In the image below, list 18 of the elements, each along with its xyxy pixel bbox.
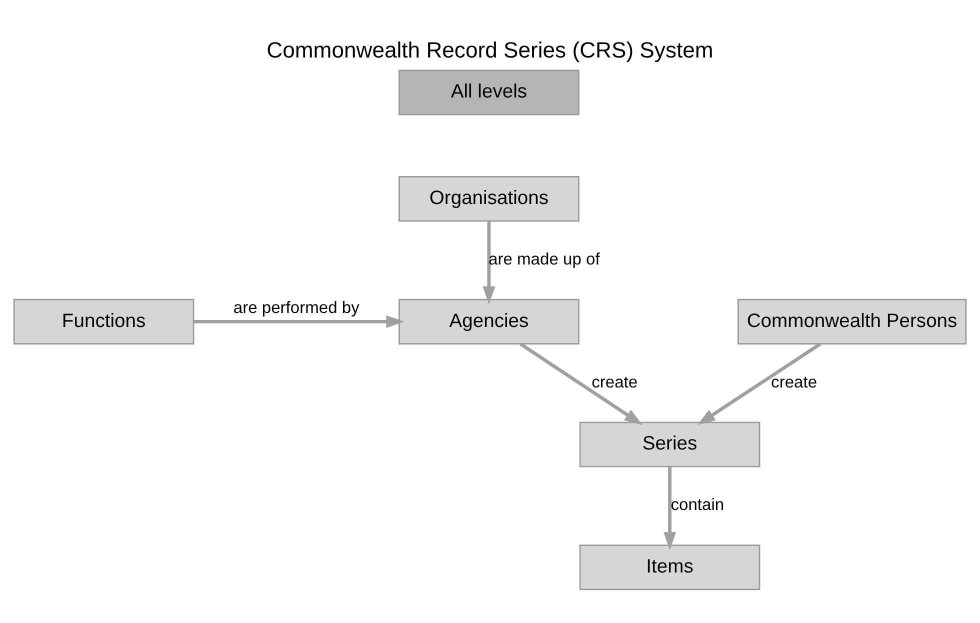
edge-label: contain [670,494,724,514]
edge-label: create [771,372,818,391]
node-box: Agencies [398,298,580,344]
node-box: All levels [398,69,580,115]
edge-label: are made up of [488,249,600,268]
node-box: Organisations [398,176,580,222]
edge-label: create [592,372,638,391]
arrow [482,220,496,304]
arrow [520,342,642,424]
node-box: Commonwealth Persons [737,298,967,344]
node-box: Functions [13,298,194,344]
arrow [697,342,822,424]
arrow [194,314,404,328]
node-box: Series [579,421,760,467]
edge-label: are performed by [233,297,360,316]
node-box: Items [579,544,760,590]
diagram-title: Commonwealth Record Series (CRS) System [266,37,714,62]
arrow [664,466,676,550]
